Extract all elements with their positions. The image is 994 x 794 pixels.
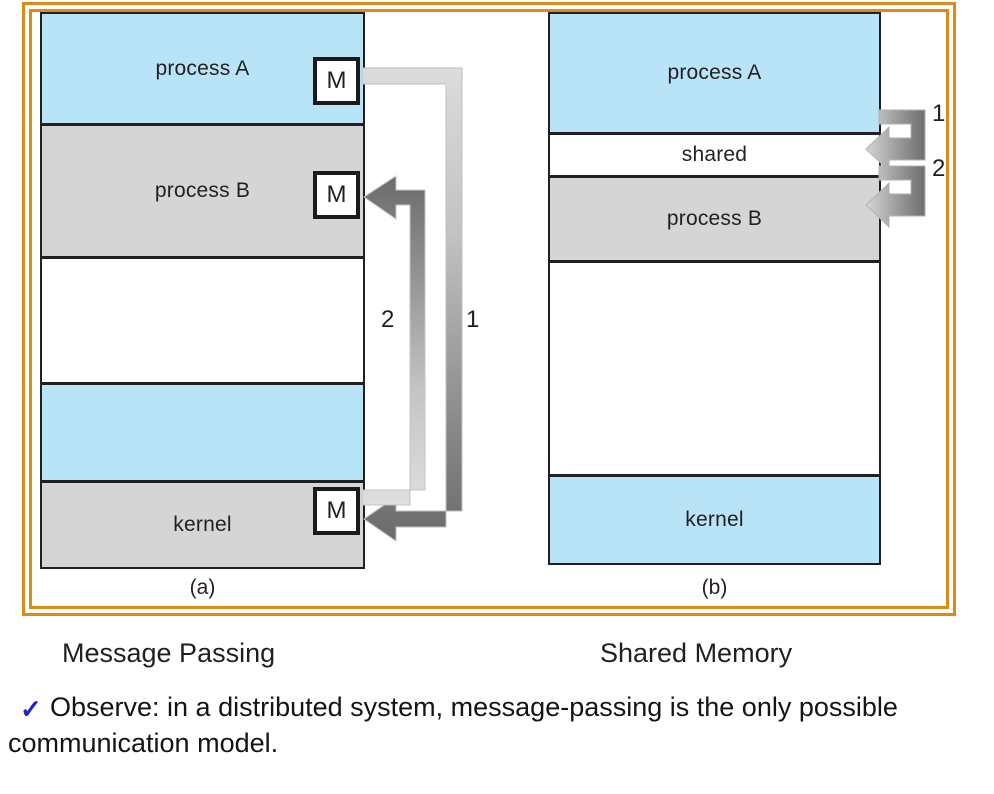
block-process-a: process A [548, 12, 881, 134]
block-label: shared [681, 143, 748, 166]
check-icon: ✓ [20, 694, 42, 724]
block-label: process B [666, 207, 763, 230]
panel-shared-memory: process A shared process B kernel [548, 12, 881, 565]
caption-panel-a: (a) [189, 576, 216, 599]
title-shared-memory: Shared Memory [600, 638, 793, 668]
mailbox-process-a: M [313, 57, 360, 105]
flow-number-2-label-b: 2 [932, 155, 946, 182]
mailbox-label: M [326, 181, 347, 208]
block-spacer-blue [40, 383, 365, 482]
block-label: kernel [685, 508, 744, 531]
block-label: process B [154, 179, 251, 202]
mailbox-kernel: M [313, 487, 360, 535]
block-shared: shared [548, 133, 881, 177]
block-label: kernel [173, 513, 232, 536]
block-label: process A [667, 61, 762, 84]
observe-text: Observe: in a distributed system, messag… [8, 692, 898, 758]
block-kernel: kernel [548, 475, 881, 565]
caption-panel-b: (b) [701, 576, 728, 599]
title-message-passing: Message Passing [62, 638, 276, 668]
flow-number-1-label-a: 1 [466, 306, 480, 333]
block-process-b: process B [548, 176, 881, 262]
mailbox-label: M [326, 497, 347, 524]
block-process-b: process B [40, 124, 365, 258]
block-free-memory [40, 257, 365, 384]
mailbox-process-b: M [313, 171, 360, 219]
mailbox-label: M [326, 67, 347, 94]
block-kernel: kernel [40, 481, 365, 569]
flow-number-1-label-b: 1 [932, 100, 946, 127]
block-free-memory [548, 261, 881, 476]
block-label: process A [155, 56, 250, 80]
panel-message-passing: process A process B kernel [40, 12, 365, 569]
flow-number-2-label-a: 2 [381, 306, 395, 333]
